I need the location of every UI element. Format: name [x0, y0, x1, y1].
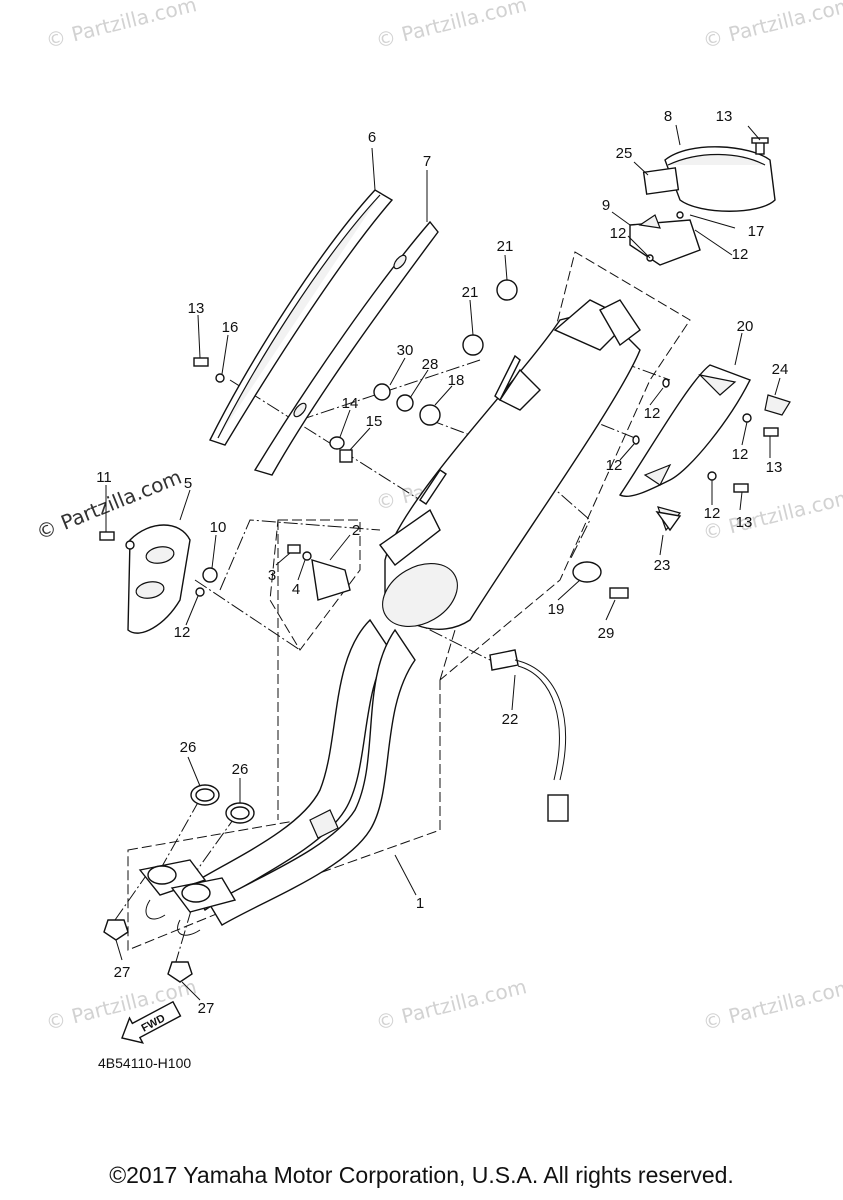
callout-4: 4: [292, 581, 300, 598]
callout-20: 20: [737, 318, 754, 335]
callout-22: 22: [502, 711, 519, 728]
callout-13: 13: [766, 459, 783, 476]
callout-12: 12: [610, 225, 627, 242]
callout-7: 7: [423, 153, 431, 170]
callout-18: 18: [448, 372, 465, 389]
callout-27: 27: [114, 964, 131, 981]
watermark: © Partzilla.com: [43, 974, 199, 1035]
callout-12: 12: [174, 624, 191, 641]
callout-17: 17: [748, 223, 765, 240]
callout-6: 6: [368, 129, 376, 146]
watermark: © Partzilla.com: [43, 0, 199, 53]
callout-14: 14: [342, 395, 359, 412]
heat-shields: [209, 189, 439, 476]
callout-29: 29: [598, 625, 615, 642]
gaskets: [190, 784, 255, 824]
callout-10: 10: [210, 519, 227, 536]
callout-23: 23: [654, 557, 671, 574]
callout-11: 11: [96, 469, 112, 486]
watermark: © Partzilla.com: [700, 974, 843, 1035]
callout-26: 26: [232, 761, 249, 778]
muffler-end-cap: [629, 146, 776, 266]
watermark: © Partzilla.com: [700, 484, 843, 545]
muffler: [379, 299, 641, 630]
protector: [127, 524, 191, 634]
callout-21: 21: [462, 284, 479, 301]
oxygen-sensor: [489, 649, 569, 822]
callout-12: 12: [732, 246, 749, 263]
callout-30: 30: [397, 342, 414, 359]
muffler-bracket: [618, 364, 791, 532]
callout-13: 13: [716, 108, 733, 125]
callout-9: 9: [602, 197, 610, 214]
diagram-part-code: 4B54110-H100: [98, 1055, 191, 1071]
callout-15: 15: [366, 413, 383, 430]
callout-21: 21: [497, 238, 514, 255]
callout-26: 26: [180, 739, 197, 756]
callout-2: 2: [352, 522, 360, 539]
callout-24: 24: [772, 361, 789, 378]
callout-27: 27: [198, 1000, 215, 1017]
fwd-arrow-icon: [121, 1000, 182, 1044]
callout-3: 3: [268, 567, 276, 584]
callout-12: 12: [732, 446, 749, 463]
callout-12: 12: [606, 457, 623, 474]
fwd-label: FWD: [140, 1012, 168, 1034]
callout-8: 8: [664, 108, 672, 125]
watermark: © Partzilla.com: [373, 0, 529, 53]
leader-lines: [105, 124, 781, 1001]
callouts: 1 2 3 4 5 6 7 8 9 10 11 12 12 12 12 12 1…: [96, 108, 788, 1017]
copyright-notice: ©2017 Yamaha Motor Corporation, U.S.A. A…: [109, 1162, 734, 1188]
hardware: [99, 137, 779, 983]
callout-5: 5: [184, 475, 192, 492]
callout-19: 19: [548, 601, 565, 618]
callout-12: 12: [704, 505, 721, 522]
callout-1: 1: [416, 895, 424, 912]
callout-25: 25: [616, 145, 633, 162]
exhaust-pipe: [138, 618, 416, 936]
watermark: © Partzilla.com: [373, 974, 529, 1035]
callout-16: 16: [222, 319, 239, 336]
callout-28: 28: [422, 356, 439, 373]
watermark: © Partzilla.com: [700, 0, 843, 53]
callout-13: 13: [188, 300, 205, 317]
callout-12: 12: [644, 405, 661, 422]
callout-13: 13: [736, 514, 753, 531]
